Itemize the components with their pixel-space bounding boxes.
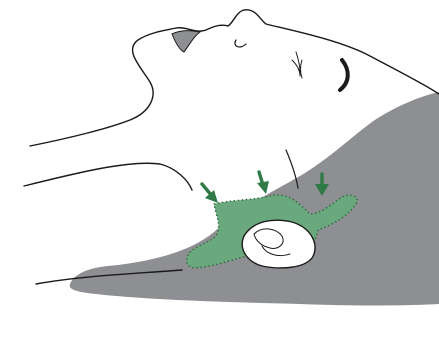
lips-shadow [172,31,200,52]
nostril-line [235,40,246,47]
jaw-line [24,163,192,190]
eye-brow-curve [340,60,348,90]
arrow-down-right-icon [202,184,218,203]
arrow-down-icon [257,172,269,194]
eyelashes [292,52,302,78]
